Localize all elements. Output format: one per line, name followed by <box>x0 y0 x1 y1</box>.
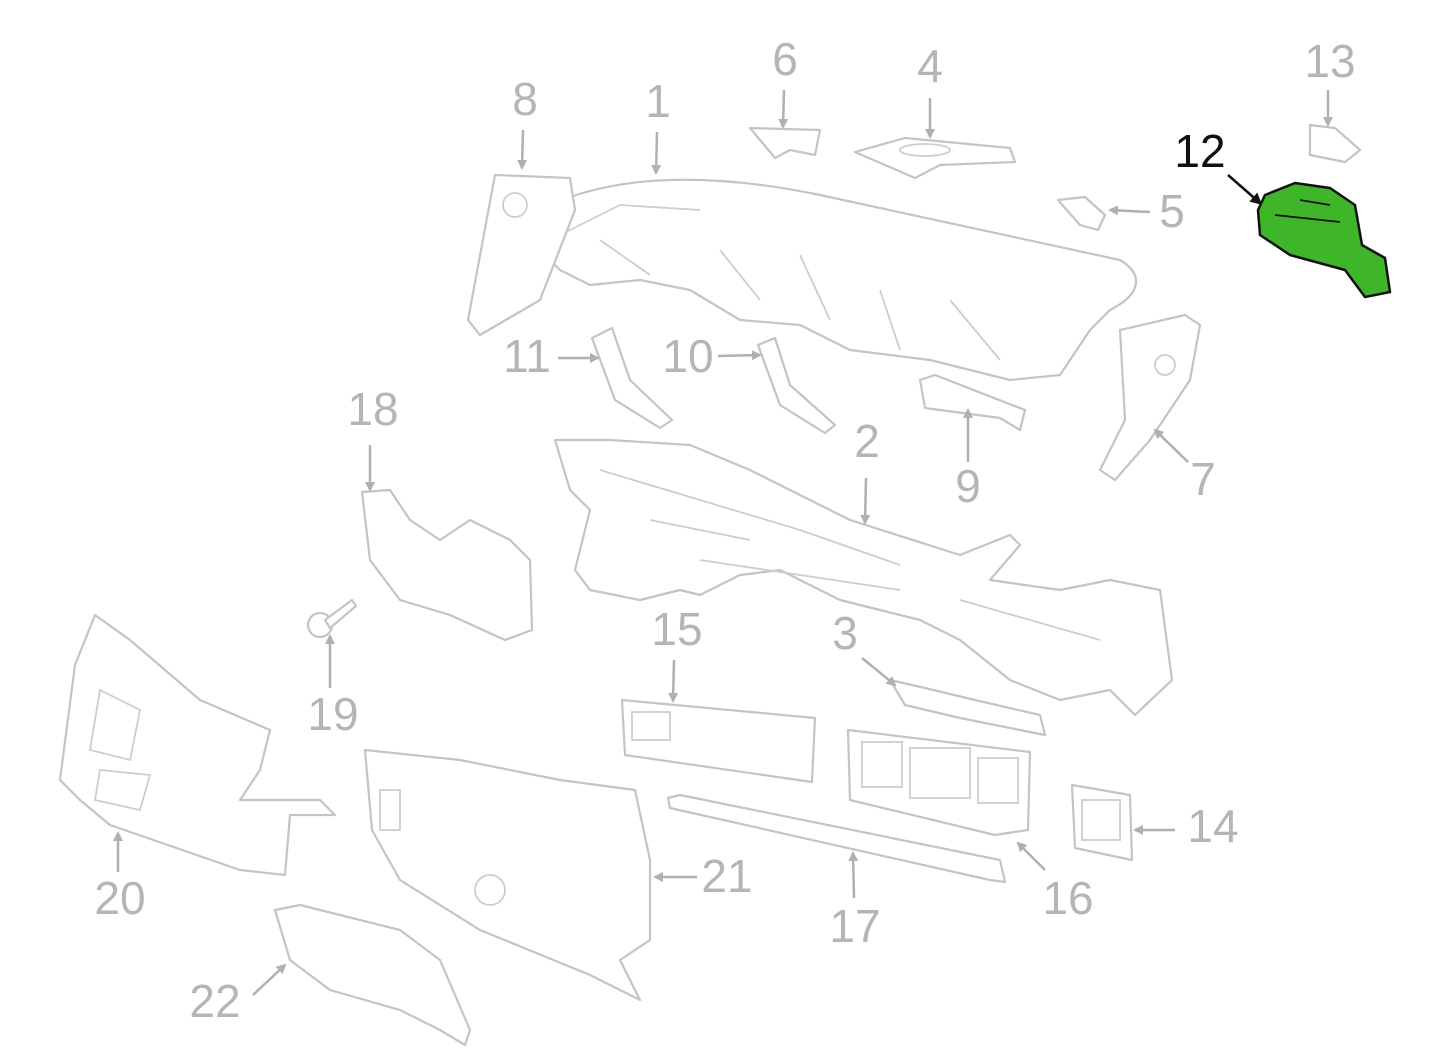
part-9-trim[interactable] <box>918 373 1027 432</box>
part-12-air-duct-selected[interactable] <box>1256 181 1392 299</box>
callout-20[interactable]: 20 <box>94 872 145 924</box>
callout-9[interactable]: 9 <box>955 460 981 512</box>
callout-13[interactable]: 13 <box>1304 35 1355 87</box>
part-4-speaker-grille[interactable] <box>853 136 1017 180</box>
part-3-bracket[interactable] <box>888 678 1047 737</box>
callout-labels: 1 2 3 4 5 6 7 8 9 10 11 12 13 14 15 16 1… <box>94 33 1355 1027</box>
part-2-cross-car-beam[interactable] <box>553 438 1174 717</box>
part-22-insulator[interactable] <box>273 903 472 1047</box>
part-18-knee-bolster[interactable] <box>360 488 534 642</box>
callout-8[interactable]: 8 <box>512 73 538 125</box>
part-13-bracket[interactable] <box>1308 123 1362 164</box>
part-15-glove-box-door[interactable] <box>620 698 817 784</box>
callout-3[interactable]: 3 <box>832 607 858 659</box>
part-5-clip[interactable] <box>1056 195 1107 232</box>
part-19-bolt[interactable] <box>306 598 358 639</box>
callout-6[interactable]: 6 <box>772 33 798 85</box>
callout-1[interactable]: 1 <box>645 75 671 127</box>
part-21-dash-insulator[interactable] <box>363 748 652 1002</box>
callout-21[interactable]: 21 <box>701 850 752 902</box>
part-14-bezel[interactable] <box>1070 783 1134 862</box>
part-17-trim-strip[interactable] <box>666 793 1007 884</box>
callout-12-selected[interactable]: 12 <box>1174 125 1225 177</box>
callout-19[interactable]: 19 <box>307 688 358 740</box>
callout-18[interactable]: 18 <box>347 383 398 435</box>
callout-arrows <box>113 89 1333 996</box>
part-11-trim[interactable] <box>590 326 674 430</box>
callout-5[interactable]: 5 <box>1159 185 1185 237</box>
callout-16[interactable]: 16 <box>1042 872 1093 924</box>
part-20-dash-panel-insulator[interactable] <box>58 613 337 877</box>
part-8-side-bracket[interactable] <box>466 173 577 337</box>
callout-14[interactable]: 14 <box>1187 800 1238 852</box>
callout-7[interactable]: 7 <box>1190 453 1216 505</box>
callout-4[interactable]: 4 <box>917 40 943 92</box>
callout-11[interactable]: 11 <box>503 330 551 382</box>
part-6-clip[interactable] <box>748 126 822 160</box>
part-16-center-bezel[interactable] <box>846 728 1032 837</box>
part-10-trim[interactable] <box>756 336 837 435</box>
callout-17[interactable]: 17 <box>829 900 880 952</box>
callout-15[interactable]: 15 <box>651 603 702 655</box>
callout-10[interactable]: 10 <box>662 330 713 382</box>
part-7-side-panel[interactable] <box>1098 313 1202 482</box>
callout-2[interactable]: 2 <box>854 415 880 467</box>
callout-22[interactable]: 22 <box>189 975 240 1027</box>
part-1-instrument-panel[interactable] <box>528 178 1138 382</box>
